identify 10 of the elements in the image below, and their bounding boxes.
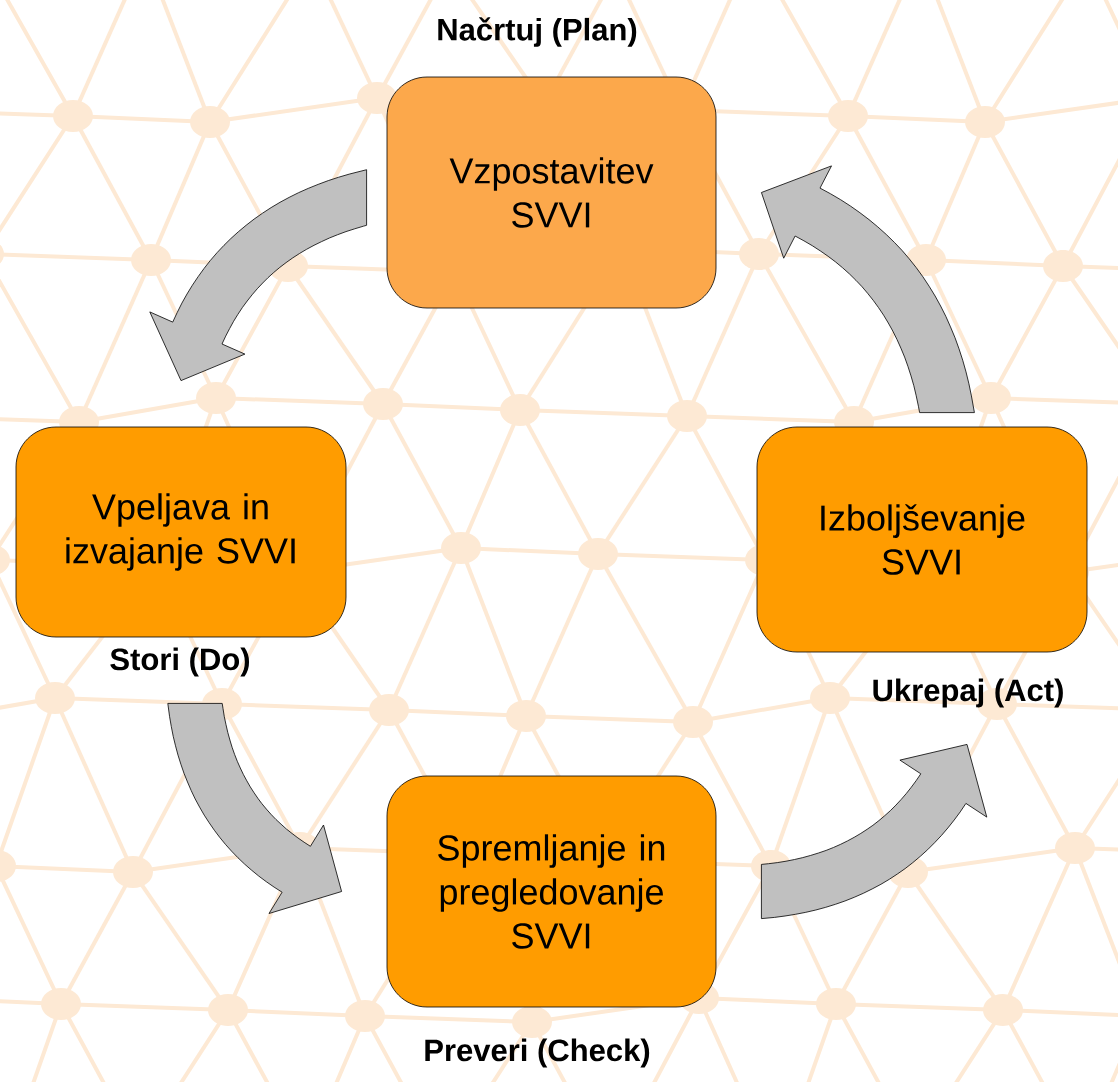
stage-heading: Preveri (Check) <box>425 1038 650 1068</box>
process-box: Vzpostavitev SVVI <box>386 76 717 309</box>
stage-heading: Ukrepaj (Act) <box>873 678 1063 708</box>
process-box: Izboljševanje SVVI <box>756 426 1088 653</box>
curved-arrow <box>761 744 988 919</box>
stage-heading: Stori (Do) <box>110 647 250 677</box>
stage-heading: Načrtuj (Plan) <box>438 17 637 47</box>
process-box: Spremljanje in pregledovanje SVVI <box>386 775 717 1008</box>
curved-arrow <box>167 703 342 914</box>
process-box: Vpeljava in izvajanje SVVI <box>15 426 347 638</box>
